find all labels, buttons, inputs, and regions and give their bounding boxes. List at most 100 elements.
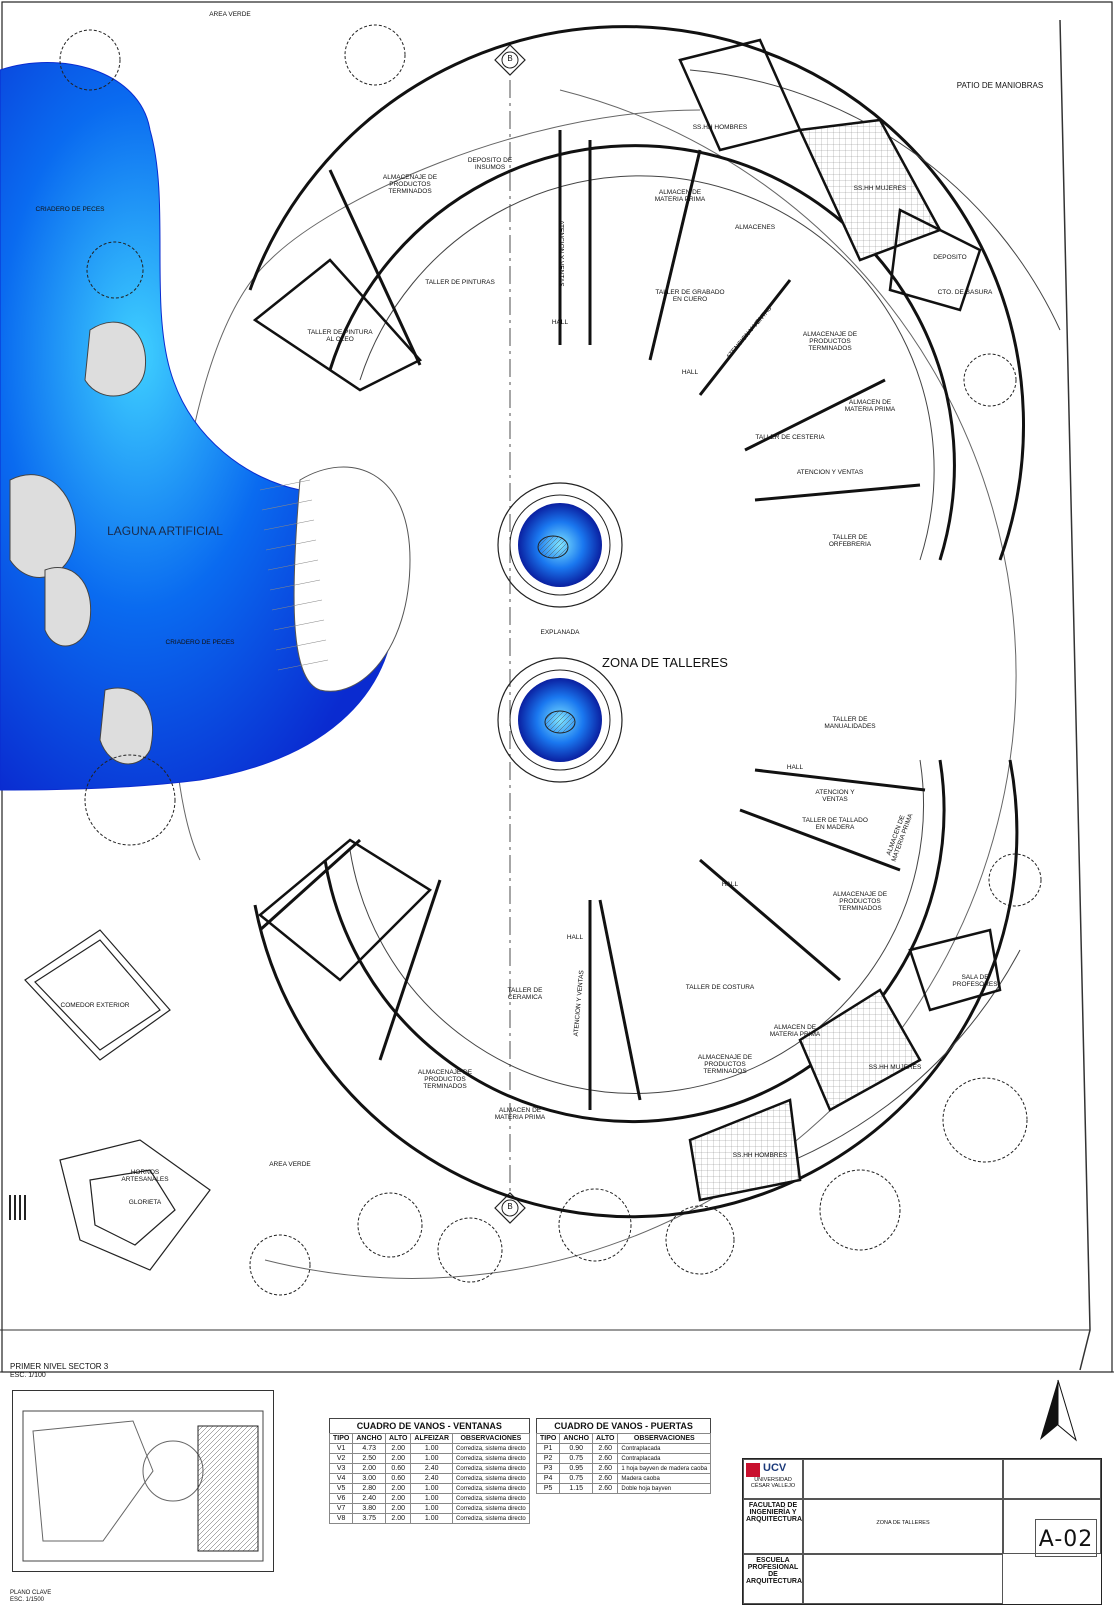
room-deposito: DEPOSITO bbox=[933, 254, 967, 261]
room-almacen-mp-1: ALMACEN DE MATERIA PRIMA bbox=[654, 189, 706, 203]
service-block-top bbox=[678, 38, 982, 312]
room-taller-tallado: TALLER DE TALLADO EN MADERA bbox=[802, 817, 868, 831]
table-cell: Corrediza, sistema directo bbox=[452, 1493, 530, 1504]
table-cell: 2.40 bbox=[410, 1473, 454, 1484]
room-atencion-1: ATENCION Y VENTAS bbox=[557, 220, 565, 287]
explanada-label: EXPLANADA bbox=[540, 629, 580, 636]
header-cell: ANCHO bbox=[559, 1433, 594, 1444]
glorieta bbox=[59, 1139, 211, 1271]
area-verde-top-label: AREA VERDE bbox=[209, 11, 251, 18]
key-plan-line1: PLANO CLAVE bbox=[10, 1590, 52, 1596]
path-ring bbox=[264, 89, 1017, 1279]
table-cell: 0.60 bbox=[385, 1473, 412, 1484]
table-cell: Corrediza, sistema directo bbox=[452, 1453, 530, 1464]
section-mark-bottom-label: B bbox=[507, 1202, 513, 1211]
room-ss-hh-hombres-bottom: SS.HH HOMBRES bbox=[732, 1152, 788, 1159]
table-cell: V1 bbox=[328, 1443, 354, 1454]
island-path bbox=[293, 466, 411, 692]
table-cell: V2 bbox=[328, 1453, 354, 1464]
table-cell: Corrediza, sistema directo bbox=[452, 1513, 530, 1524]
table-cell: 0.95 bbox=[559, 1463, 594, 1474]
university-name: UNIVERSIDAD CÉSAR VALLEJO bbox=[750, 1476, 796, 1489]
stair-hatch bbox=[9, 1195, 26, 1220]
table-cell: V3 bbox=[328, 1463, 354, 1474]
scale-cell bbox=[1003, 1499, 1101, 1554]
room-hall-1: HALL bbox=[551, 319, 569, 326]
table-cell: V6 bbox=[328, 1493, 354, 1504]
table-cell: 2.00 bbox=[352, 1463, 387, 1474]
title-block: UCV UNIVERSIDAD CÉSAR VALLEJO FACULTAD D… bbox=[742, 1458, 1102, 1605]
logo-cell: UCV UNIVERSIDAD CÉSAR VALLEJO bbox=[743, 1459, 803, 1499]
room-ss-hh-mujeres-bottom: SS.HH MUJERES bbox=[868, 1064, 922, 1071]
table-cell: 2.60 bbox=[592, 1463, 619, 1474]
table-cell: Corrediza, sistema directo bbox=[452, 1473, 530, 1484]
table-cell: 2.00 bbox=[385, 1453, 412, 1464]
table-cell: V5 bbox=[328, 1483, 354, 1494]
table-cell: Corrediza, sistema directo bbox=[452, 1443, 530, 1454]
table-cell: P4 bbox=[535, 1473, 561, 1484]
table-cell: 2.40 bbox=[352, 1493, 387, 1504]
table-cell: 3.75 bbox=[352, 1513, 387, 1524]
table-cell: 1.00 bbox=[410, 1503, 454, 1514]
table-cell: 2.00 bbox=[385, 1443, 412, 1454]
table-cell: 0.75 bbox=[559, 1453, 594, 1464]
trees bbox=[59, 24, 1042, 1296]
room-hall-2: HALL bbox=[681, 369, 699, 376]
room-taller-grabado: TALLER DE GRABADO EN CUERO bbox=[655, 289, 725, 303]
thesis-cell bbox=[803, 1459, 1003, 1499]
room-taller-ceramica: TALLER DE CERAMICA bbox=[507, 987, 543, 1001]
table-cell: V7 bbox=[328, 1503, 354, 1514]
table-cell: 2.60 bbox=[592, 1453, 619, 1464]
table-cell: 1 hoja bayven de madera caoba bbox=[617, 1463, 712, 1474]
criadero-top-label: CRIADERO DE PECES bbox=[35, 206, 105, 213]
left-rooms bbox=[252, 258, 432, 982]
room-almacen-mp-5: ALMACEN DE MATERIA PRIMA bbox=[494, 1107, 546, 1121]
room-taller-costura: TALLER DE COSTURA bbox=[685, 984, 755, 991]
table-cell: 3.80 bbox=[352, 1503, 387, 1514]
bridge-hatch bbox=[259, 479, 329, 671]
table-cell: 1.00 bbox=[410, 1493, 454, 1504]
zone-cell: ZONA DE TALLERES bbox=[803, 1499, 1003, 1554]
room-deposito-insumos: DEPOSITO DE INSUMOS bbox=[467, 157, 513, 171]
site-boundary bbox=[1059, 19, 1091, 1371]
service-block-bottom bbox=[688, 928, 1002, 1202]
table-cell: P3 bbox=[535, 1463, 561, 1474]
key-plan-label: PLANO CLAVE ESC. 1/1500 bbox=[10, 1590, 51, 1603]
room-almacenaje-1: ALMACENAJE DE PRODUCTOS TERMINADOS bbox=[382, 174, 438, 195]
table-cell: 2.00 bbox=[385, 1493, 412, 1504]
table-cell: Corrediza, sistema directo bbox=[452, 1483, 530, 1494]
criadero-bottom-label: CRIADERO DE PECES bbox=[165, 639, 235, 646]
table-cell: 2.00 bbox=[385, 1503, 412, 1514]
room-taller-pinturas: TALLER DE PINTURAS bbox=[425, 279, 495, 286]
room-hall-4: HALL bbox=[721, 881, 739, 888]
ventanas-caption: CUADRO DE VANOS - VENTANAS bbox=[329, 1418, 530, 1433]
table-cell: 2.00 bbox=[385, 1483, 412, 1494]
sheet-title-line2: ESC. 1/100 bbox=[10, 1371, 46, 1379]
header-cell: ALTO bbox=[592, 1433, 619, 1444]
building-ring bbox=[248, 24, 1026, 1219]
table-cell: 2.60 bbox=[592, 1473, 619, 1484]
patio-label: PATIO DE MANIOBRAS bbox=[956, 81, 1044, 90]
author-cell bbox=[1003, 1459, 1101, 1499]
partition-walls bbox=[258, 130, 926, 1110]
school-cell: ESCUELA PROFESIONAL DE ARQUITECTURA bbox=[743, 1554, 803, 1604]
header-cell: OBSERVACIONES bbox=[617, 1433, 712, 1444]
room-atencion-3: ATENCION Y VENTAS bbox=[796, 469, 864, 476]
comedor-label: COMEDOR EXTERIOR bbox=[60, 1002, 130, 1009]
table-cell: 2.00 bbox=[385, 1513, 412, 1524]
table-cell: 2.80 bbox=[352, 1483, 387, 1494]
room-cto-basura: CTO. DE BASURA bbox=[937, 289, 993, 296]
glorieta-label: GLORIETA bbox=[128, 1199, 162, 1206]
table-cell: 1.00 bbox=[410, 1483, 454, 1494]
table-cell: 1.00 bbox=[410, 1513, 454, 1524]
zone-title: ZONA DE TALLERES bbox=[602, 655, 728, 670]
